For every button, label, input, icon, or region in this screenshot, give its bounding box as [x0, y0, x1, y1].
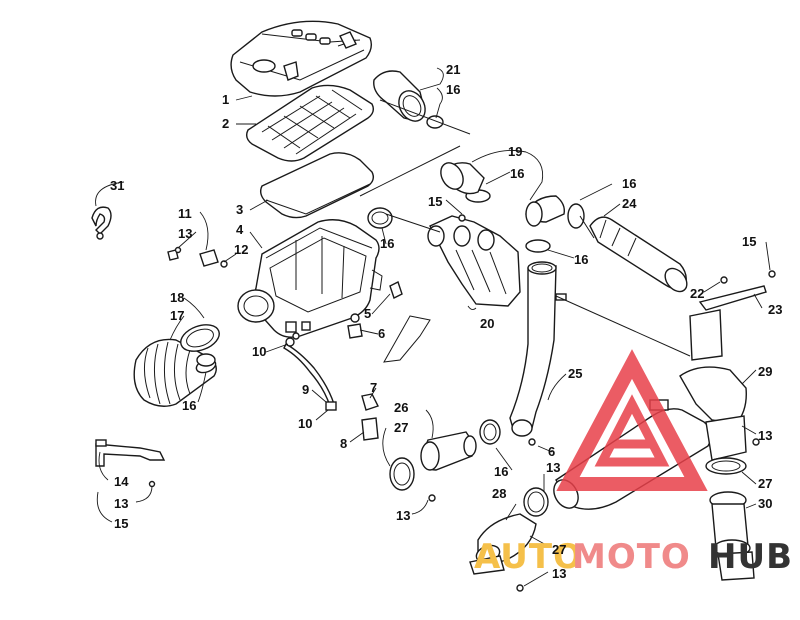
callout-13f: 13: [758, 428, 772, 443]
leader-lines: [95, 67, 771, 587]
callout-23: 23: [768, 302, 782, 317]
callout-15b: 15: [742, 234, 756, 249]
callout-16a: 16: [446, 82, 460, 97]
part-screws: [148, 214, 760, 592]
callout-13a: 13: [178, 226, 192, 241]
callout-26: 26: [394, 400, 408, 415]
callout-16c: 16: [622, 176, 636, 191]
part-filter-grid: [245, 84, 375, 162]
part-clip: [91, 206, 112, 240]
callout-17: 17: [170, 308, 184, 323]
callout-16f: 16: [182, 398, 196, 413]
watermark-text-hub: HUB: [708, 537, 793, 577]
callout-31: 31: [110, 178, 124, 193]
callout-13d: 13: [546, 460, 560, 475]
part-bracket-right: [689, 270, 776, 361]
part-plug: [361, 393, 379, 441]
callout-labels: 1 2 3 4 5 6 6 7 8 9 10 10 11 12 13 13 13…: [110, 62, 782, 581]
callout-18: 18: [170, 290, 184, 305]
callout-15a: 15: [428, 194, 442, 209]
watermark-text-moto: MOTO: [572, 537, 691, 577]
callout-11: 11: [178, 206, 192, 221]
callout-21: 21: [446, 62, 460, 77]
callout-14: 14: [114, 474, 129, 489]
callout-25: 25: [568, 366, 582, 381]
callout-4: 4: [236, 222, 244, 237]
callout-16d: 16: [380, 236, 394, 251]
callout-16b: 16: [510, 166, 524, 181]
callout-19: 19: [508, 144, 522, 159]
callout-30: 30: [758, 496, 772, 511]
part-manifold: [427, 162, 566, 307]
part-drain-hose: [283, 337, 337, 411]
callout-6b: 6: [548, 444, 555, 459]
callout-2: 2: [222, 116, 229, 131]
part-filter-element: [259, 152, 375, 219]
callout-27c: 27: [758, 476, 772, 491]
callout-27b: 27: [552, 542, 566, 557]
part-fittings: [167, 249, 403, 340]
callout-13c: 13: [396, 508, 410, 523]
part-cone-26: [389, 431, 477, 491]
callout-8: 8: [340, 436, 347, 451]
callout-12: 12: [234, 242, 248, 257]
assembly-lines: [359, 99, 691, 363]
callout-13e: 13: [552, 566, 566, 581]
callout-10a: 10: [252, 344, 266, 359]
part-intake-bellows: [133, 324, 220, 407]
callout-27a: 27: [394, 420, 408, 435]
watermark-text-auto: AUTO: [474, 537, 583, 577]
callout-22: 22: [690, 286, 704, 301]
callout-13b: 13: [114, 496, 128, 511]
part-ring-27-30: [705, 457, 755, 581]
part-clamp-rings: [196, 189, 585, 445]
part-pipe-28: [469, 487, 549, 575]
callout-15c: 15: [114, 516, 128, 531]
part-hose-24: [589, 216, 688, 293]
part-airbox-cover: [230, 20, 373, 97]
callout-16e: 16: [574, 252, 588, 267]
part-airbox: [237, 219, 383, 338]
callout-6a: 6: [378, 326, 385, 341]
callout-29: 29: [758, 364, 772, 379]
callout-10b: 10: [298, 416, 312, 431]
callout-5: 5: [364, 306, 371, 321]
part-pipe-25: [509, 261, 567, 437]
callout-16g: 16: [494, 464, 508, 479]
callout-9: 9: [302, 382, 309, 397]
callout-3: 3: [236, 202, 243, 217]
callout-28: 28: [492, 486, 506, 501]
watermark-logo: [556, 349, 708, 491]
callout-20: 20: [480, 316, 494, 331]
callout-1: 1: [222, 92, 229, 107]
callout-24: 24: [622, 196, 637, 211]
callout-7: 7: [370, 380, 377, 395]
part-bracket-left: [95, 439, 166, 467]
